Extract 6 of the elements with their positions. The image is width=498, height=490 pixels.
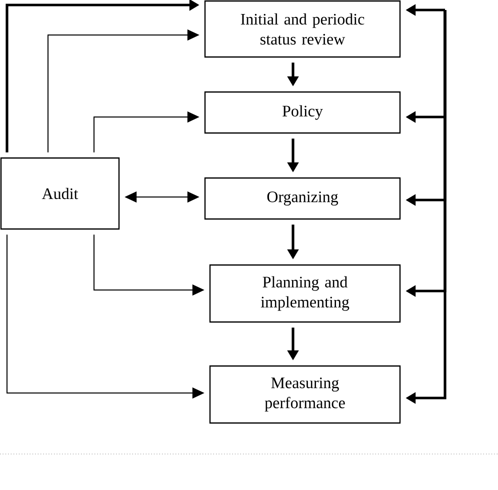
process-box: Measuring performance xyxy=(209,365,401,424)
process-box: Initial and periodic status review xyxy=(204,0,401,58)
process-box: Policy xyxy=(204,91,401,134)
process-box: Organizing xyxy=(204,177,401,220)
process-box: Planning and implementing xyxy=(209,264,401,323)
process-box: Audit xyxy=(0,157,120,230)
